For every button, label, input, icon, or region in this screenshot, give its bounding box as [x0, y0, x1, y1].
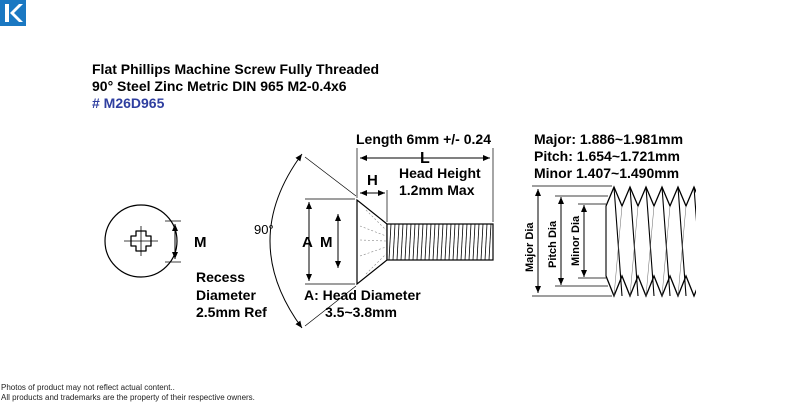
footer-line-1: Photos of product may not reflect actual…	[1, 383, 175, 392]
angle-label: 90°	[254, 222, 274, 237]
head-height-line2: 1.2mm Max	[399, 182, 475, 198]
thread-profile-top	[605, 185, 696, 208]
side-view: 90° A M Lengt	[254, 131, 494, 329]
phillips-cross-icon	[130, 230, 152, 252]
pitch-spec: Pitch: 1.654~1.721mm	[534, 148, 680, 164]
product-title: Flat Phillips Machine Screw Fully Thread…	[92, 61, 379, 112]
minor-dia-label: Minor Dia	[570, 215, 582, 266]
title-line-1: Flat Phillips Machine Screw Fully Thread…	[92, 61, 380, 77]
thread-view: Major: 1.886~1.981mm Pitch: 1.654~1.721m…	[524, 131, 696, 298]
h-label: H	[367, 172, 378, 189]
major-spec: Major: 1.886~1.981mm	[534, 131, 683, 147]
head-a-label: A	[302, 234, 313, 251]
recess-diameter-line3: 2.5mm Ref	[196, 304, 267, 320]
screw-shank	[386, 223, 494, 261]
head-diameter-line1: A: Head Diameter	[304, 287, 421, 303]
part-number: # M26D965	[92, 95, 165, 111]
major-dia-label: Major Dia	[524, 222, 536, 272]
screw-head	[356, 198, 388, 286]
recess-diameter-line1: Recess	[196, 269, 245, 285]
recess-diameter-line2: Diameter	[196, 287, 256, 303]
footer-line-2: All products and trademarks are the prop…	[1, 393, 255, 402]
recess-m-label: M	[194, 234, 207, 251]
length-label: Length 6mm +/- 0.24	[356, 131, 491, 147]
head-diameter-line2: 3.5~3.8mm	[325, 304, 397, 320]
l-label: L	[420, 150, 430, 167]
recess-view: M Recess Diameter 2.5mm Ref	[104, 204, 267, 320]
thread-profile-bottom	[605, 274, 696, 298]
brand-logo	[0, 0, 26, 26]
footer-disclaimer: Photos of product may not reflect actual…	[1, 383, 255, 403]
title-line-2: 90° Steel Zinc Metric DIN 965 M2-0.4x6	[92, 78, 347, 94]
side-m-label: M	[320, 234, 333, 251]
head-height-line1: Head Height	[399, 165, 481, 181]
minor-spec: Minor 1.407~1.490mm	[534, 165, 679, 181]
angle-arc	[269, 153, 303, 329]
pitch-dia-label: Pitch Dia	[547, 220, 559, 268]
